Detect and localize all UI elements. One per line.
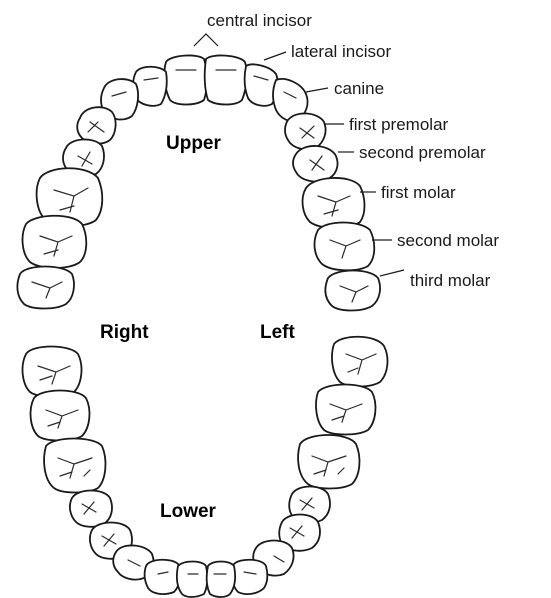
canine-leader — [306, 88, 328, 92]
lower-right-first-molar — [44, 439, 105, 493]
third-molar-leader — [380, 270, 404, 276]
lower-arch — [23, 337, 388, 597]
upper-left-central-incisor — [205, 55, 247, 104]
upper-left-second-molar — [315, 223, 375, 271]
upper-right-first-premolar — [77, 107, 115, 143]
lower-label: Lower — [160, 501, 217, 522]
upper-left-first-molar — [303, 178, 365, 228]
lateral-incisor-label: lateral incisor — [291, 42, 391, 61]
second-molar-label: second molar — [397, 231, 499, 250]
lower-right-central-incisor — [177, 562, 208, 598]
left-label: Left — [260, 322, 296, 343]
upper-label: Upper — [166, 133, 222, 154]
lower-right-lateral-incisor — [145, 560, 180, 594]
upper-right-second-molar — [23, 216, 87, 268]
lower-right-third-molar — [23, 347, 82, 397]
lower-left-third-molar — [332, 337, 387, 387]
right-label: Right — [100, 322, 149, 343]
second-premolar-label: second premolar — [359, 143, 486, 162]
canine-label: canine — [334, 79, 384, 98]
lower-left-lateral-incisor — [232, 560, 267, 594]
upper-arch — [17, 55, 380, 310]
central-incisor-leader — [194, 34, 218, 46]
lateral-incisor-leader — [264, 52, 286, 60]
central-incisor-label: central incisor — [207, 11, 312, 30]
upper-right-central-incisor — [164, 55, 207, 104]
first-molar-label: first molar — [381, 183, 456, 202]
lower-left-central-incisor — [207, 562, 236, 598]
upper-right-third-molar — [17, 267, 74, 309]
first-premolar-label: first premolar — [349, 115, 449, 134]
third-molar-label: third molar — [410, 271, 491, 290]
